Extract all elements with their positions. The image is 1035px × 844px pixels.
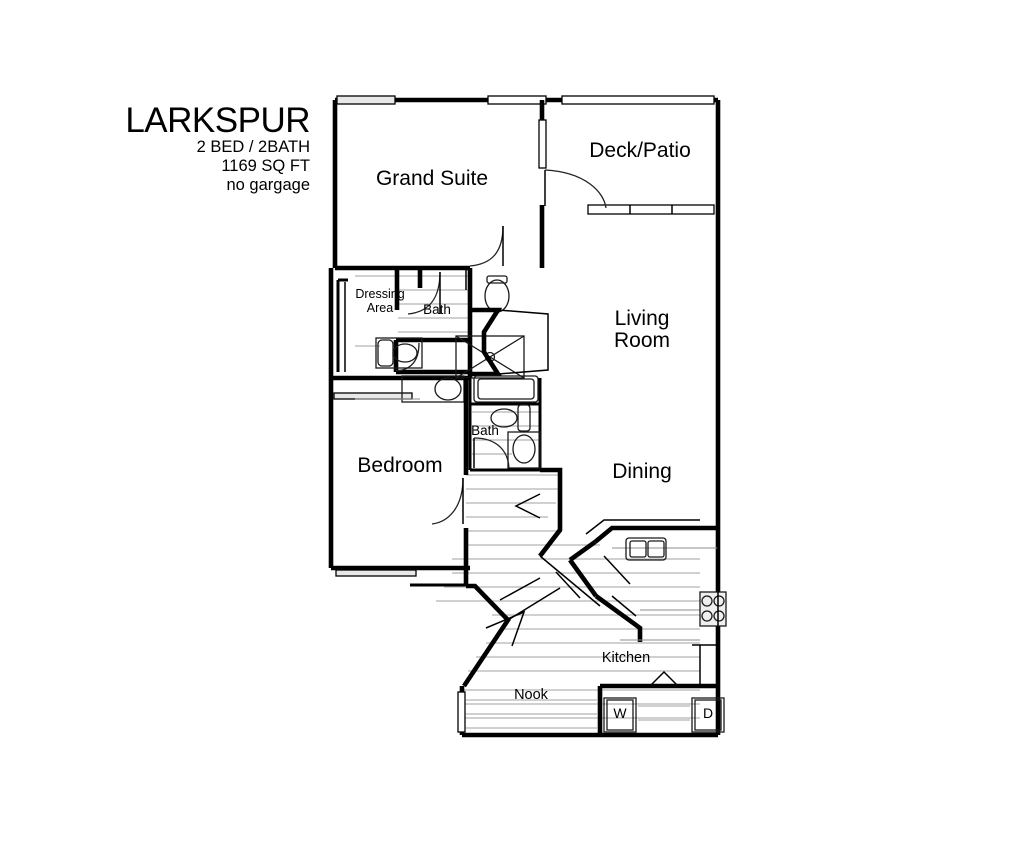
door-grand-suite-hall	[469, 225, 504, 267]
room-label-deck-patio: Deck/Patio	[589, 139, 691, 162]
sink-kitchen-double	[625, 537, 667, 561]
sink-master-vanity	[375, 337, 423, 369]
kitchen-counter-outline	[568, 525, 718, 642]
bathtub-second	[473, 375, 539, 403]
room-label-nook: Nook	[514, 687, 548, 703]
window-grand-suite-top-2	[487, 95, 547, 105]
stairs-hall-outline	[462, 467, 563, 688]
garage-note-text: no gargage	[226, 175, 311, 194]
window-nook-left	[457, 691, 466, 733]
page-title: LARKSPUR	[125, 101, 310, 140]
window-deck-top	[561, 95, 715, 105]
dryer-box	[691, 697, 725, 733]
bath-master-walls	[393, 268, 473, 378]
room-label-dining: Dining	[612, 460, 672, 483]
floor-hatch-stairs	[436, 474, 700, 719]
window-bedroom-bottom	[335, 569, 417, 577]
nook-floor-lines	[466, 699, 690, 729]
stair-diagonal-lines	[507, 555, 601, 621]
washer-box	[603, 697, 637, 733]
interior-left-walls	[328, 265, 470, 571]
room-label-kitchen: Kitchen	[601, 650, 651, 666]
bed-bath-text: 2 BED / 2BATH	[196, 138, 310, 157]
toilet-second	[490, 404, 531, 432]
dryer-label: D	[702, 705, 714, 721]
sink-second	[507, 431, 541, 469]
washer-label: W	[613, 705, 627, 721]
stair-arrows	[485, 493, 541, 647]
kitchen-island	[555, 519, 700, 617]
floor-hatch-bath-master	[355, 275, 470, 347]
toilet-master	[484, 275, 510, 313]
laundry-walls	[597, 683, 718, 735]
cooktop-4-burner	[699, 591, 727, 627]
shower-master	[455, 335, 525, 379]
door-master-bath	[407, 271, 441, 315]
window-grand-suite-top	[336, 95, 396, 105]
room-label-dressing-area: Dressing Area	[355, 287, 405, 315]
room-label-living-room: Living Room	[613, 307, 671, 353]
fireplace	[470, 307, 549, 377]
kitchen-nook-arch	[649, 670, 679, 687]
misc-detail-lines	[465, 268, 719, 686]
window-deck-railing	[587, 204, 715, 215]
door-second-bath	[473, 437, 510, 469]
door-grand-suite-to-deck	[538, 119, 607, 209]
dressing-area-walls	[336, 278, 348, 372]
room-label-bedroom: Bedroom	[357, 454, 443, 477]
room-label-bath-second: Bath	[471, 423, 499, 438]
door-bedroom	[431, 477, 464, 525]
title-block: LARKSPUR 2 BED / 2BATH 1169 SQ FT no gar…	[118, 101, 311, 194]
square-feet-text: 1169 SQ FT	[221, 156, 310, 175]
room-label-grand-suite: Grand Suite	[375, 167, 489, 190]
kitchen-cabinet-divider	[692, 644, 718, 686]
wall-dressing-bath	[394, 268, 423, 310]
room-label-bath-master: Bath	[423, 302, 451, 317]
window-bedroom-left-upper	[333, 392, 413, 400]
door-master-bath-inner	[395, 342, 420, 372]
floor-hatch-bath-second	[472, 411, 540, 455]
